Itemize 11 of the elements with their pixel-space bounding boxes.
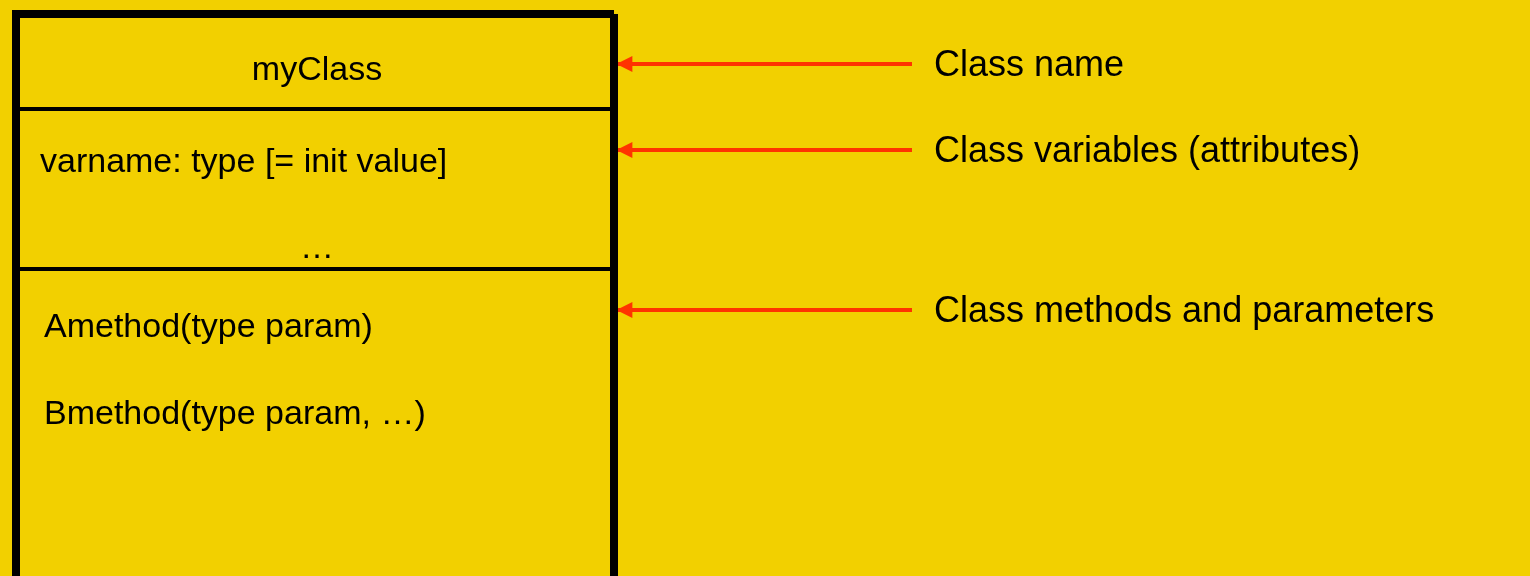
arrow	[616, 56, 912, 72]
callout-label: Class methods and parameters	[934, 290, 1435, 330]
callout-label: Class variables (attributes)	[934, 130, 1361, 170]
class-name: myClass	[251, 48, 383, 88]
method-text: Amethod(type param)	[44, 305, 373, 345]
callout-label: Class name	[934, 44, 1125, 84]
arrow	[616, 142, 912, 158]
attribute-text: …	[300, 226, 334, 266]
method-text: Bmethod(type param, …)	[44, 392, 426, 432]
arrow	[616, 302, 912, 318]
attribute-text: varname: type [= init value]	[40, 140, 448, 180]
